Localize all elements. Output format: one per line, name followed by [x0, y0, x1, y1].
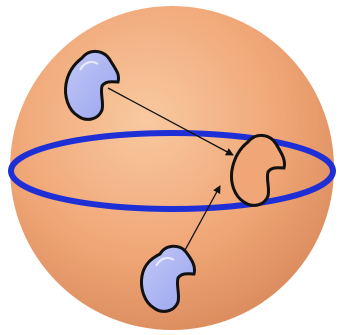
- sphere-diagram: [0, 0, 342, 335]
- diagram-canvas: [0, 0, 342, 335]
